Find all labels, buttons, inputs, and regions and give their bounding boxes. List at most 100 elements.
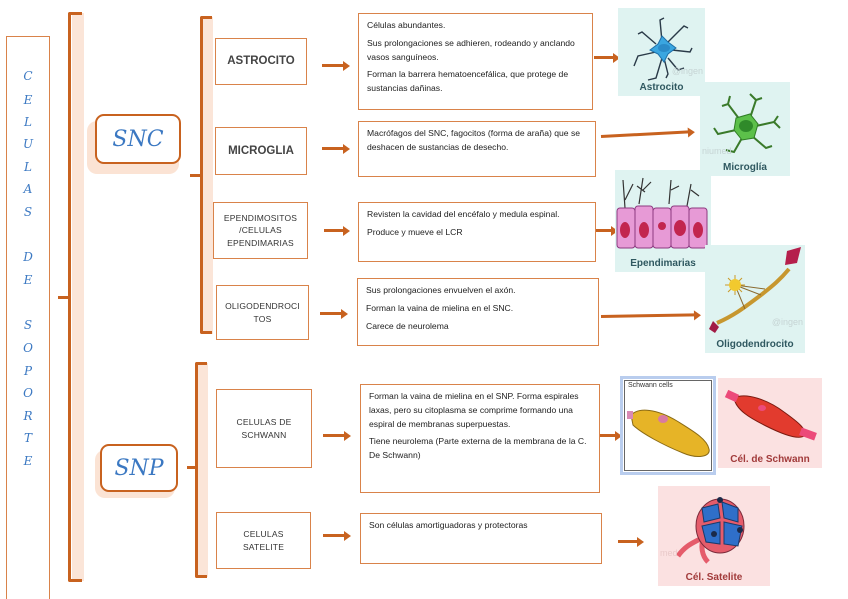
description-satelite: Son células amortiguadoras y protectoras bbox=[360, 513, 602, 564]
oligodendrocyte-illustration bbox=[709, 247, 801, 333]
title-letter: D bbox=[23, 250, 33, 264]
title-letter: S bbox=[23, 318, 33, 332]
cell-name-text: MICROGLIA bbox=[228, 144, 294, 157]
cell-name-oligodendrocitos: OLIGODENDROCI TOS bbox=[216, 285, 309, 340]
snc-label: SNC bbox=[112, 126, 164, 152]
microglia-image: niumed Microglía bbox=[700, 82, 790, 176]
arrow-icon bbox=[596, 225, 618, 236]
description-line: Son células amortiguadoras y protectoras bbox=[369, 520, 528, 530]
image-label: Schwann cells bbox=[628, 382, 673, 389]
description-schwann: Forman la vaina de mielina en el SNP. Fo… bbox=[360, 384, 600, 493]
cell-name-line: OLIGODENDROCI bbox=[225, 301, 300, 312]
cell-name-astrocito: ASTROCITO bbox=[215, 38, 307, 85]
title-letter: L bbox=[24, 115, 32, 129]
cel-schwann-image: Cél. de Schwann bbox=[718, 378, 822, 468]
title-letter: C bbox=[23, 69, 33, 83]
cell-name-microglia: MICROGLIA bbox=[215, 127, 307, 175]
arrow-icon bbox=[320, 308, 348, 319]
image-watermark: niumed bbox=[702, 146, 732, 156]
image-frame bbox=[624, 380, 712, 471]
satellite-cell-illustration bbox=[675, 497, 745, 564]
cell-name-satelite: CELULAS SATELITE bbox=[216, 512, 311, 569]
image-caption: Microglía bbox=[723, 162, 767, 173]
astrocyte-illustration bbox=[633, 17, 693, 81]
title-letter: L bbox=[24, 160, 32, 174]
description-line: Forman la vaina de mielina en el SNP. Fo… bbox=[369, 391, 579, 429]
description-astrocito: Células abundantes. Sus prolongaciones s… bbox=[358, 13, 593, 110]
description-line: Células abundantes. bbox=[367, 20, 446, 30]
ependymal-illustration bbox=[616, 177, 708, 249]
description-line: Produce y mueve el LCR bbox=[367, 226, 463, 237]
oligodendrocito-image: @ingen Oligodendrocito bbox=[705, 245, 805, 353]
title-letter: U bbox=[22, 137, 34, 151]
cell-name-line: TOS bbox=[253, 313, 272, 324]
snp-bracket-tick bbox=[187, 466, 197, 469]
arrow-icon bbox=[594, 52, 620, 63]
arrow-icon bbox=[600, 130, 689, 138]
image-watermark: @ingen bbox=[771, 317, 803, 327]
description-ependimarias: Revisten la cavidad del encéfalo y medul… bbox=[358, 202, 596, 262]
description-microglia: Macrófagos del SNC, fagocitos (forma de … bbox=[358, 121, 596, 177]
title-letter: E bbox=[23, 273, 33, 287]
schwann-sheath-illustration bbox=[724, 389, 817, 441]
description-line: Forman la vaina de mielina en el SNC. bbox=[366, 302, 514, 313]
image-caption: Astrocito bbox=[639, 82, 684, 93]
title-letter: S bbox=[23, 205, 33, 219]
image-caption: Cél. Satelite bbox=[685, 572, 743, 583]
satelite-image: med Cél. Satelite bbox=[658, 486, 770, 586]
description-oligodendrocitos: Sus prolongaciones envuelven el axón. Fo… bbox=[357, 278, 599, 346]
cell-name-line: SATELITE bbox=[242, 541, 285, 552]
image-watermark: med bbox=[660, 548, 678, 558]
arrow-icon bbox=[323, 430, 351, 441]
cell-name-line: SCHWANN bbox=[241, 429, 287, 440]
arrow-icon bbox=[600, 313, 696, 318]
snp-bracket-shadow bbox=[198, 363, 208, 577]
description-line: Macrófagos del SNC, fagocitos (forma de … bbox=[367, 128, 581, 152]
snc-bracket-tick bbox=[190, 174, 202, 177]
image-watermark: @ingen bbox=[671, 66, 703, 76]
schwann-cell-illustration bbox=[627, 409, 710, 457]
description-line: Carece de neurolema bbox=[366, 320, 449, 331]
cell-name-line: /CELULAS bbox=[239, 225, 282, 236]
arrow-icon bbox=[618, 536, 644, 547]
description-line: Sus prolongaciones envuelven el axón. bbox=[366, 285, 516, 295]
cell-name-line: EPENDIMOSITOS bbox=[223, 213, 298, 224]
description-line: Revisten la cavidad del encéfalo y medul… bbox=[367, 209, 560, 219]
title-letter: P bbox=[23, 364, 33, 378]
cell-name-line: EPENDIMARIAS bbox=[227, 237, 294, 248]
image-caption: Cél. de Schwann bbox=[730, 454, 810, 465]
snp-bracket bbox=[195, 362, 207, 578]
snp-label: SNP bbox=[114, 455, 164, 481]
title-letter: E bbox=[23, 454, 33, 468]
image-caption: Ependimarias bbox=[630, 258, 696, 269]
cell-name-ependimarias: EPENDIMOSITOS /CELULAS EPENDIMARIAS bbox=[213, 202, 308, 259]
title-letter: A bbox=[23, 182, 33, 196]
arrow-icon bbox=[324, 225, 350, 236]
description-line: Tiene neurolema (Parte externa de la mem… bbox=[369, 436, 587, 460]
title-letter: O bbox=[23, 386, 33, 400]
cell-name-line: CELULAS DE bbox=[236, 417, 292, 428]
arrow-icon bbox=[322, 60, 350, 71]
schwann-cells-image: Schwann cells bbox=[620, 376, 716, 475]
ependimarias-image: Ependimarias bbox=[615, 170, 711, 272]
cell-name-line: CELULAS bbox=[243, 529, 284, 540]
arrow-icon bbox=[600, 430, 622, 441]
image-caption: Oligodendrocito bbox=[716, 339, 794, 350]
main-bracket bbox=[68, 12, 82, 582]
arrow-icon bbox=[322, 143, 350, 154]
description-line: Forman la barrera hematoencefálica, que … bbox=[367, 69, 569, 93]
snc-category-box: SNC bbox=[95, 114, 181, 164]
title-letter: T bbox=[23, 431, 32, 445]
main-bracket-tick bbox=[58, 296, 70, 299]
title-letter: E bbox=[23, 93, 33, 107]
cell-name-text: ASTROCITO bbox=[227, 55, 295, 68]
title-letter: R bbox=[23, 409, 33, 423]
astrocito-image: @ingen Astrocito bbox=[618, 8, 705, 96]
title-letter: O bbox=[23, 341, 33, 355]
arrow-icon bbox=[323, 530, 351, 541]
cell-name-schwann: CELULAS DE SCHWANN bbox=[216, 389, 312, 468]
snp-category-box: SNP bbox=[100, 444, 178, 492]
description-line: Sus prolongaciones se adhieren, rodeando… bbox=[367, 37, 575, 62]
main-bracket-shadow bbox=[72, 13, 84, 581]
